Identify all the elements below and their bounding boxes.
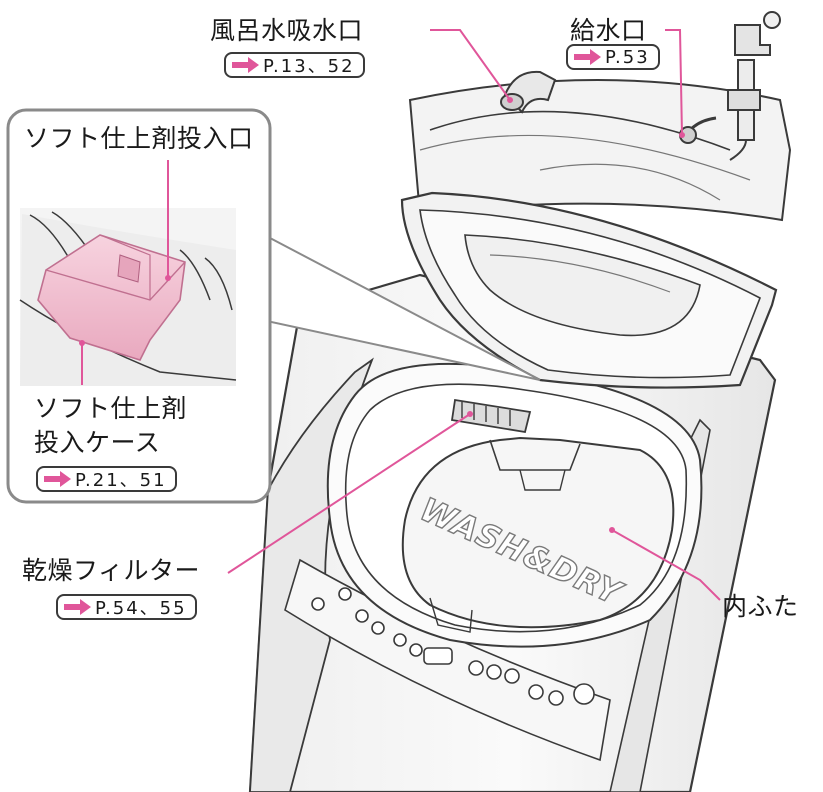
water-supply-inlet-ref-text: P.53 [605,46,650,68]
leader-dryer-filter [227,413,471,574]
softener-inlet-label: ソフト仕上剤投入口 [24,124,254,153]
dryer-filter-ref: P.54、55 [56,594,197,620]
softener-case-ref: P.21、51 [36,466,177,492]
leader-lines [81,29,721,601]
arrow-right-icon [232,57,259,73]
dryer-filter-ref-text: P.54、55 [95,598,187,619]
water-supply-inlet-ref: P.53 [566,44,660,70]
water-supply-inlet-label: 給水口 [570,16,647,45]
bath-water-inlet-ref: P.13、52 [224,52,365,78]
softener-case-label-line2: 投入ケース [34,428,161,457]
softener-case-label-line1: ソフト仕上剤 [34,394,188,423]
inset-panel [6,108,541,504]
softener-drawer [37,234,186,361]
inner-lid [401,436,675,633]
bath-water-inlet-ref-text: P.13、52 [263,56,355,77]
inner-lid-label: 内ふた [722,592,799,621]
leader-inner-lid [611,529,721,601]
dryer-filter [450,398,532,434]
arrow-right-icon [44,471,71,487]
faucet [679,11,781,161]
softener-case-ref-text: P.21、51 [75,470,167,491]
leader-water-supply [665,29,683,136]
outer-lid [400,191,778,389]
leader-dots [79,97,685,533]
control-buttons [311,587,595,706]
arrow-right-icon [64,599,91,615]
bath-water-inlet-label: 風呂水吸水口 [210,16,364,45]
leader-bath-inlet [430,29,511,101]
dryer-filter-label: 乾燥フィルター [22,556,201,585]
arrow-right-icon [574,49,601,65]
bath-water-hose-connector [500,70,557,114]
